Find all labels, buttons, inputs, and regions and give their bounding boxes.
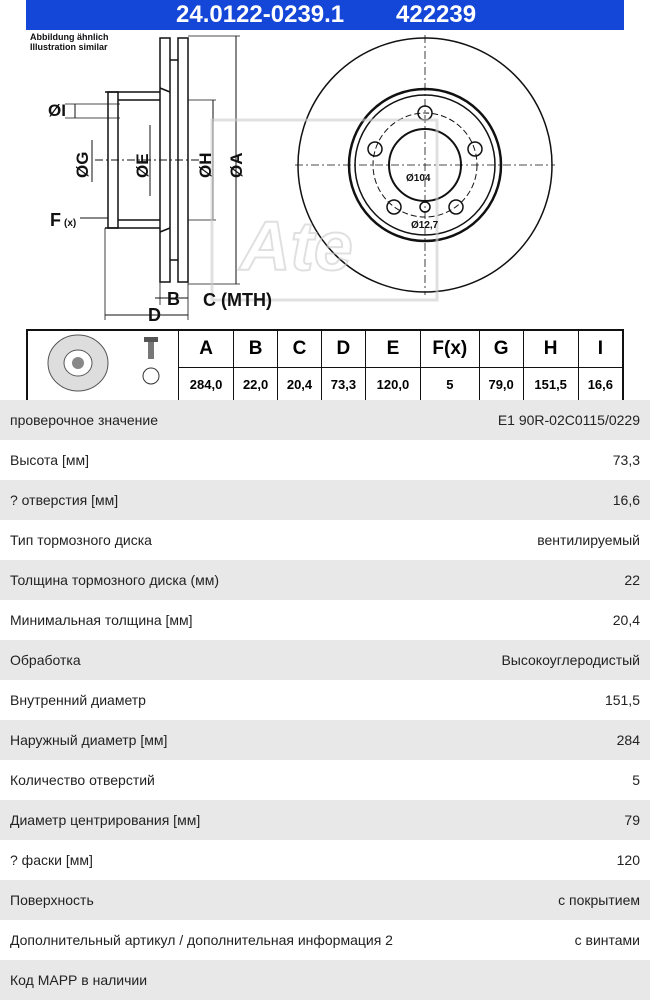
- header-bar: 24.0122-0239.1 422239: [26, 0, 624, 30]
- disc-drawing-svg: Ate ØI ØG ØE ØH ØA F (x) B C (MTH) D Ø10…: [48, 35, 555, 325]
- header-I: I: [577, 329, 624, 368]
- header-G: G: [478, 329, 524, 368]
- spec-row: Обработка Высокоуглеродистый: [0, 640, 650, 680]
- spec-row: ? отверстия [мм] 16,6: [0, 480, 650, 520]
- header-F: F(x): [420, 329, 480, 368]
- spec-label: Толщина тормозного диска (мм): [10, 572, 220, 588]
- bolt-hole: [448, 199, 464, 215]
- spec-label: Диаметр центрирования [мм]: [10, 812, 201, 828]
- technical-drawing: 24.0122-0239.1 422239 Abbildung ähnlich …: [0, 0, 650, 403]
- spec-row: Поверхность с покрытием: [0, 880, 650, 920]
- label-pcd: Ø104: [406, 173, 431, 184]
- value-H: 151,5: [522, 366, 579, 403]
- bolt-hole: [467, 141, 483, 157]
- spec-value: Высокоуглеродистый: [501, 652, 640, 668]
- spec-row: проверочное значение E1 90R-02C0115/0229: [0, 400, 650, 440]
- spec-value: 22: [624, 572, 640, 588]
- spec-label: Количество отверстий: [10, 772, 155, 788]
- label-H: ØH: [196, 153, 215, 179]
- label-I: ØI: [48, 101, 66, 120]
- header-C: C: [277, 329, 322, 368]
- spec-value: 120: [616, 852, 640, 868]
- spec-row: Внутренний диаметр 151,5: [0, 680, 650, 720]
- label-F-sub: (x): [64, 218, 76, 229]
- spec-value: 5: [632, 772, 640, 788]
- spec-label: Тип тормозного диска: [10, 532, 152, 548]
- spec-row: ? фаски [мм] 120: [0, 840, 650, 880]
- spec-value: 16,6: [612, 492, 640, 508]
- header-E: E: [364, 329, 422, 368]
- spec-label: Дополнительный артикул / дополнительная …: [10, 932, 393, 948]
- part-number: 24.0122-0239.1: [176, 1, 345, 28]
- label-C: C (MTH): [203, 290, 272, 310]
- spec-label: проверочное значение: [10, 412, 159, 428]
- value-D: 73,3: [320, 366, 366, 403]
- spec-row: Толщина тормозного диска (мм) 22: [0, 560, 650, 600]
- label-E: ØE: [133, 153, 152, 178]
- spec-label: Поверхность: [10, 892, 94, 908]
- spec-row: Диаметр центрирования [мм] 79: [0, 800, 650, 840]
- spec-value: 73,3: [612, 452, 640, 468]
- label-G: ØG: [73, 152, 92, 178]
- front-view: [295, 35, 555, 295]
- spec-row: Тип тормозного диска вентилируемый: [0, 520, 650, 560]
- illustration-caption: Abbildung ähnlich Illustration similar: [30, 32, 109, 52]
- spec-value: вентилируемый: [537, 532, 640, 548]
- spec-label: Обработка: [10, 652, 81, 668]
- spec-value: с покрытием: [558, 892, 640, 908]
- dimension-header-row: A B C D E F(x) G H I: [26, 329, 624, 403]
- label-bolt-hole: Ø12,7: [411, 220, 439, 231]
- spec-row: Наружный диаметр [мм] 284: [0, 720, 650, 760]
- dimension-table: A B C D E F(x) G H I 284,0 22,0 20,4 73,…: [26, 329, 624, 403]
- spec-row: Высота [мм] 73,3: [0, 440, 650, 480]
- spec-label: ? отверстия [мм]: [10, 492, 119, 508]
- value-B: 22,0: [233, 366, 279, 403]
- screw-icon: [148, 341, 154, 359]
- spec-label: Высота [мм]: [10, 452, 89, 468]
- header-A: A: [177, 329, 235, 368]
- cross-section-view: [65, 35, 240, 320]
- value-I: 16,6: [577, 366, 624, 403]
- value-C: 20,4: [277, 366, 322, 403]
- spec-row: Минимальная толщина [мм] 20,4: [0, 600, 650, 640]
- ate-watermark: Ate: [210, 118, 439, 302]
- spec-label: Наружный диаметр [мм]: [10, 732, 168, 748]
- header-B: B: [233, 329, 279, 368]
- dimension-value-row: 284,0 22,0 20,4 73,3 120,0 5 79,0 151,5 …: [27, 366, 624, 403]
- spec-value: с винтами: [574, 932, 640, 948]
- label-D: D: [148, 305, 161, 325]
- spec-label: Внутренний диаметр: [10, 692, 146, 708]
- dimension-labels: ØI ØG ØE ØH ØA F (x) B C (MTH) D Ø104 Ø1…: [48, 101, 439, 325]
- brand-watermark-text: Ate: [238, 207, 353, 285]
- spec-value: E1 90R-02C0115/0229: [497, 412, 640, 428]
- caption-line-de: Abbildung ähnlich: [30, 32, 109, 42]
- spec-row: Количество отверстий 5: [0, 760, 650, 800]
- label-F: F: [50, 210, 61, 230]
- caption-line-en: Illustration similar: [30, 42, 108, 52]
- spec-label: Минимальная толщина [мм]: [10, 612, 193, 628]
- disc-thumbnail-cell: [26, 329, 179, 403]
- spec-value: 284: [616, 732, 640, 748]
- header-H: H: [522, 329, 579, 368]
- spec-value: 20,4: [612, 612, 640, 628]
- spec-label: Код МАРР в наличии: [10, 972, 148, 988]
- label-B: B: [167, 289, 180, 309]
- spec-label: ? фаски [мм]: [10, 852, 93, 868]
- value-A: 284,0: [177, 366, 235, 403]
- spec-row: Дополнительный артикул / дополнительная …: [0, 920, 650, 960]
- bolt-hole: [386, 199, 402, 215]
- value-G: 79,0: [478, 366, 524, 403]
- bolt-hole: [367, 141, 383, 157]
- value-E: 120,0: [364, 366, 422, 403]
- header-D: D: [320, 329, 366, 368]
- spec-row: Код МАРР в наличии: [0, 960, 650, 1000]
- label-A: ØA: [227, 153, 246, 179]
- value-F: 5: [420, 366, 480, 403]
- spec-value: 151,5: [604, 692, 640, 708]
- reference-number: 422239: [396, 1, 477, 28]
- disc-thumbnail: [47, 334, 160, 392]
- spec-value: 79: [624, 812, 640, 828]
